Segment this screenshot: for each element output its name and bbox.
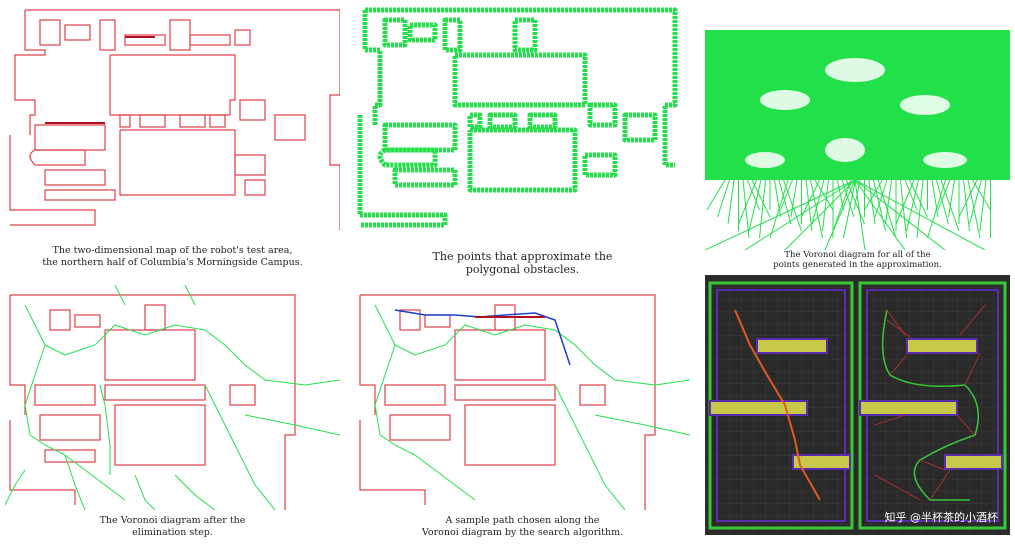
voronoi-edge	[805, 179, 813, 232]
map-image	[9, 9, 340, 230]
voronoi-edge	[751, 179, 771, 218]
voronoi-edge	[778, 179, 792, 225]
voronoi-edge	[873, 179, 886, 232]
sample-path-image	[359, 294, 690, 510]
voronoi-edge	[705, 179, 856, 250]
grid-paths-image	[705, 275, 1010, 535]
voronoi-edge	[742, 179, 750, 239]
voronoi-edge	[717, 179, 730, 218]
voronoi-all-panel	[705, 10, 1010, 250]
voronoi-edge	[759, 179, 766, 239]
voronoi-edge	[769, 179, 789, 239]
grid-paths-panel: 知乎 @半杯茶的小酒杯	[705, 275, 1010, 535]
voronoi-edge	[969, 179, 982, 225]
voronoi-edge	[780, 179, 793, 211]
voronoi-edge	[822, 179, 829, 232]
voronoi-edge	[790, 179, 798, 218]
voronoi-edge	[900, 179, 907, 239]
voronoi-edge	[948, 179, 955, 218]
voronoi-edge	[801, 179, 820, 218]
sample-path-caption-line1: A sample path chosen along the	[445, 515, 600, 526]
map-panel	[5, 5, 340, 230]
voronoi-edge	[958, 179, 978, 218]
voronoi-edge	[784, 179, 856, 250]
voronoi-edge	[706, 179, 726, 211]
voronoi-all-image	[705, 30, 1010, 250]
voronoi-edge	[979, 179, 987, 232]
sample-path-caption-line2: Voronoi diagram by the search algorithm.	[421, 527, 624, 538]
voronoi-edge	[843, 179, 856, 239]
sample-path-caption: A sample path chosen along the Voronoi d…	[355, 515, 690, 539]
voronoi-edge	[927, 179, 946, 239]
voronoi-edge	[972, 179, 991, 211]
points-caption: The points that approximate the polygona…	[355, 250, 690, 276]
voronoi-eliminated-panel	[5, 285, 340, 510]
voronoi-edge	[854, 179, 906, 250]
voronoi-edge	[868, 179, 876, 225]
voronoi-edge	[906, 179, 919, 232]
points-caption-line1: The points that approximate the	[432, 250, 613, 263]
points-image	[357, 7, 678, 228]
voronoi-edge	[824, 179, 856, 250]
voronoi-all-caption-line1: The Voronoi diagram for all of the	[784, 250, 931, 260]
voronoi-edge	[748, 179, 762, 232]
voronoi-edge	[963, 179, 970, 232]
voronoi-edge	[904, 179, 918, 211]
voronoi-all-caption: The Voronoi diagram for all of the point…	[705, 250, 1010, 270]
voronoi-eliminated-caption: The Voronoi diagram after the eliminatio…	[5, 515, 340, 539]
voronoi-edge	[854, 179, 986, 250]
voronoi-edge	[936, 179, 949, 225]
voronoi-edge	[877, 179, 897, 239]
map-caption-line2: the northern half of Columbia's Mornings…	[42, 257, 303, 268]
voronoi-eliminated-caption-line1: The Voronoi diagram after the	[99, 515, 246, 526]
voronoi-edge	[909, 179, 928, 218]
voronoi-edge	[916, 179, 924, 239]
voronoi-edge	[738, 179, 757, 225]
map-caption: The two-dimensional map of the robot's t…	[5, 245, 340, 269]
voronoi-edge	[885, 179, 892, 225]
voronoi-edge	[931, 179, 939, 218]
voronoi-edge	[854, 179, 946, 250]
voronoi-edge	[774, 179, 781, 218]
voronoi-eliminated-caption-line2: elimination step.	[132, 527, 213, 538]
voronoi-edge	[854, 179, 866, 250]
voronoi-edge	[895, 179, 915, 225]
points-panel	[355, 5, 690, 230]
voronoi-all-caption-line2: points generated in the approximation.	[773, 260, 942, 270]
voronoi-edge	[841, 179, 855, 218]
voronoi-edge	[811, 179, 825, 225]
watermark: 知乎 @半杯茶的小酒杯	[884, 511, 999, 524]
points-caption-line2: polygonal obstacles.	[465, 263, 580, 276]
voronoi-eliminated-image	[5, 285, 340, 510]
voronoi-edge	[747, 179, 760, 211]
voronoi-edge	[727, 179, 735, 225]
voronoi-edge	[832, 179, 852, 232]
voronoi-edge	[937, 179, 951, 211]
map-caption-line1: The two-dimensional map of the robot's t…	[52, 245, 293, 256]
sample-path-panel	[355, 285, 690, 510]
voronoi-edge	[744, 179, 856, 250]
